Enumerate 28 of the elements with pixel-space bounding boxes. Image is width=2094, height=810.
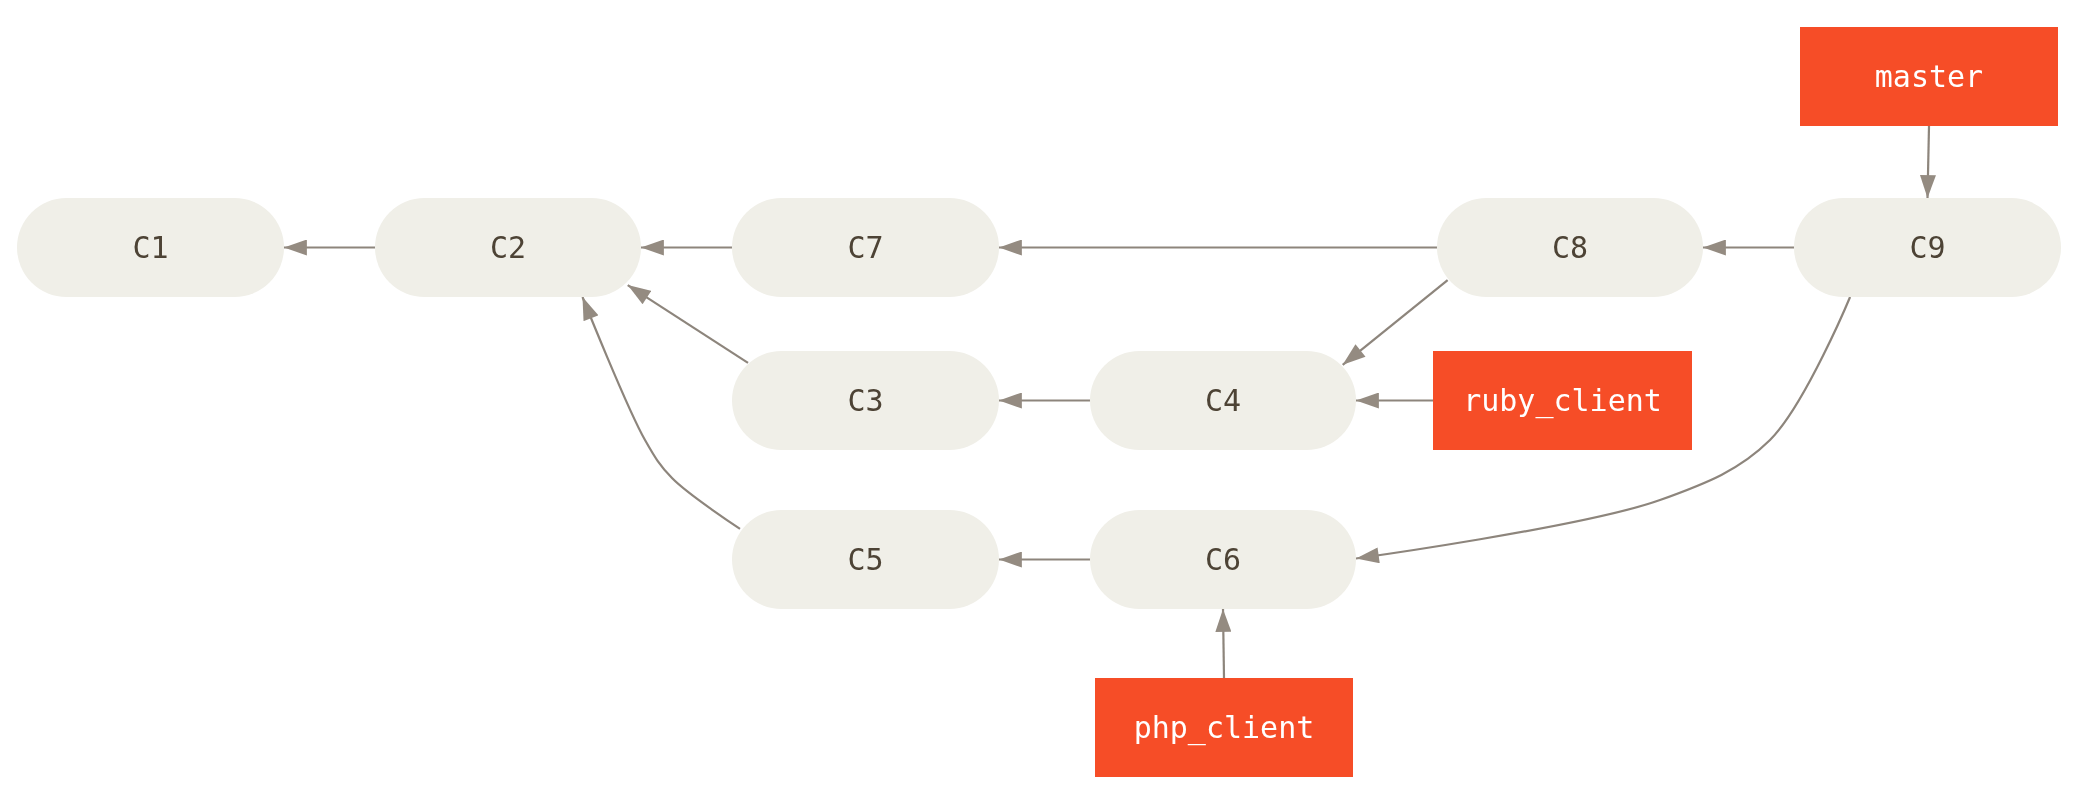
arrow (999, 392, 1090, 409)
branch-label-box (1095, 678, 1353, 777)
arrow (1356, 392, 1433, 409)
commit-id: C8 (1551, 230, 1589, 265)
commit-id: C4 (1204, 383, 1242, 418)
commit-id: C3 (847, 383, 884, 418)
branch-label-box (1433, 351, 1692, 450)
arrow (999, 239, 1437, 256)
arrow (1355, 296, 1852, 564)
arrow (581, 296, 741, 530)
branch-name: master (1874, 59, 1984, 94)
commit-id: C5 (847, 542, 884, 577)
commit-id: C6 (1204, 542, 1242, 577)
arrow (641, 239, 732, 256)
branch-name: ruby_client (1463, 383, 1662, 418)
arrow (1215, 609, 1232, 678)
arrow (1703, 239, 1794, 256)
arrow (1920, 125, 1936, 199)
commit-id: C2 (489, 230, 527, 265)
commit-id: C7 (847, 230, 884, 265)
arrow (627, 284, 749, 364)
branch-label-box (1800, 27, 2058, 126)
commit-id: C9 (1909, 230, 1946, 265)
arrow (284, 239, 375, 256)
commit-id: C1 (132, 230, 169, 265)
branch-name: php_client (1133, 710, 1315, 745)
arrow (999, 551, 1090, 568)
arrow (1342, 279, 1449, 366)
